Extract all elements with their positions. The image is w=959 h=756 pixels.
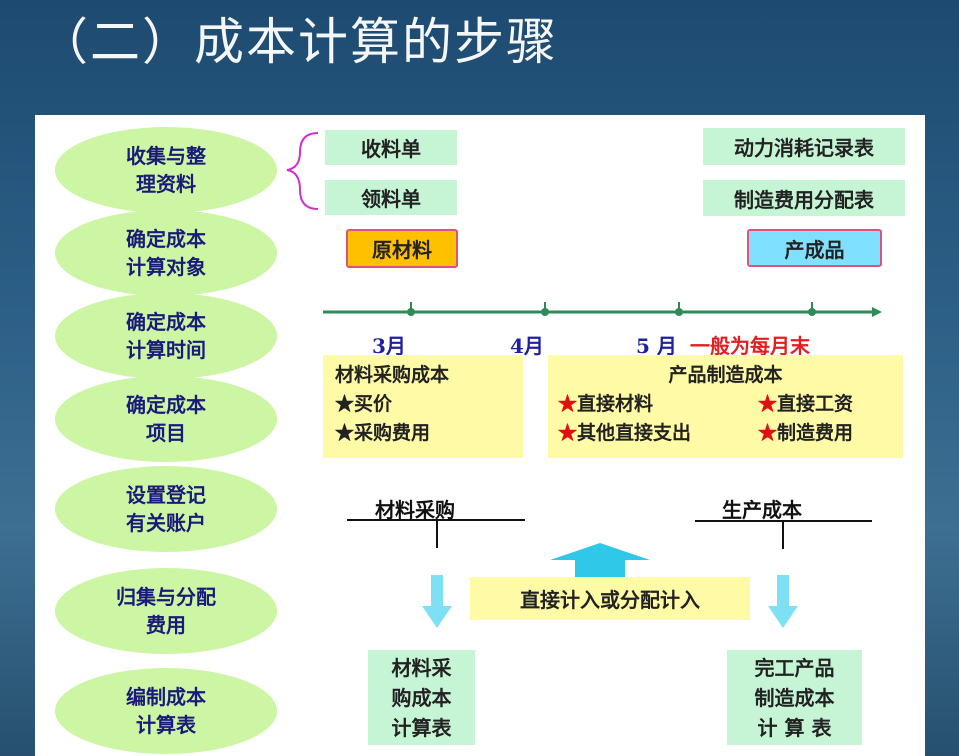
slide-title: （二）成本计算的步骤 (38, 13, 558, 71)
month-4: 4月 (510, 334, 544, 358)
step-object: 确定成本 计算对象 (55, 210, 277, 296)
step-items: 确定成本 项目 (55, 376, 277, 462)
month-3: 3月 (372, 334, 406, 358)
purchase-item: ★买价 (335, 393, 393, 415)
object-raw: 原材料 (346, 229, 458, 268)
step-label: 归集与分配 费用 (116, 585, 216, 637)
brace-icon (286, 132, 319, 210)
star-icon: ★ (758, 422, 778, 444)
doc-requisition: 领料单 (325, 180, 457, 215)
timeline-ticks (407, 302, 816, 316)
step-label: 收集与整 理资料 (126, 144, 206, 196)
step-label: 确定成本 计算对象 (126, 227, 206, 279)
account-purchase: 材料采购 (375, 498, 455, 522)
account-production: 生产成本 (722, 498, 802, 522)
down-arrow-icon (768, 575, 798, 628)
allocation-box: 直接计入或分配计入 (470, 577, 750, 620)
up-arrow-icon (550, 543, 650, 577)
doc-power: 动力消耗记录表 (703, 128, 905, 165)
mfg-item: ★直接材料 (558, 393, 654, 415)
star-icon: ★ (558, 422, 578, 444)
step-accounts: 设置登记 有关账户 (55, 466, 277, 552)
purchase-item: ★采购费用 (335, 422, 431, 444)
period-note: 一般为每月末 (690, 334, 810, 358)
purchase-cost-table: 材料采 购成本 计算表 (368, 650, 475, 745)
t-accounts (347, 519, 872, 549)
mfg-item: ★其他直接支出 (558, 422, 692, 444)
mfg-cost-box: 产品制造成本 ★直接材料 ★直接工资 ★其他直接支出 ★制造费用 (548, 355, 903, 458)
mfg-item: ★直接工资 (758, 393, 854, 415)
month-5: 5 月 (636, 334, 677, 358)
step-label: 确定成本 项目 (126, 393, 206, 445)
purchase-cost-title: 材料采购成本 (335, 364, 450, 386)
step-collect: 收集与整 理资料 (55, 127, 277, 213)
star-icon: ★ (558, 393, 578, 415)
mfg-item: ★制造费用 (758, 422, 854, 444)
star-icon: ★ (758, 393, 778, 415)
doc-overhead: 制造费用分配表 (703, 180, 905, 216)
step-label: 确定成本 计算时间 (126, 310, 206, 362)
step-label: 编制成本 计算表 (126, 685, 206, 737)
timeline-arrow-icon (872, 307, 882, 317)
finished-cost-table: 完工产品 制造成本 计 算 表 (727, 650, 862, 745)
step-allocate: 归集与分配 费用 (55, 568, 277, 654)
purchase-cost-box: 材料采购成本 ★买价 ★采购费用 (323, 355, 523, 458)
step-label: 设置登记 有关账户 (126, 483, 206, 535)
step-period: 确定成本 计算时间 (55, 293, 277, 379)
down-arrow-icon (422, 575, 452, 628)
step-tables: 编制成本 计算表 (55, 668, 277, 754)
mfg-cost-title: 产品制造成本 (668, 364, 783, 386)
doc-receive: 收料单 (325, 130, 457, 165)
object-finished: 产成品 (747, 229, 882, 267)
